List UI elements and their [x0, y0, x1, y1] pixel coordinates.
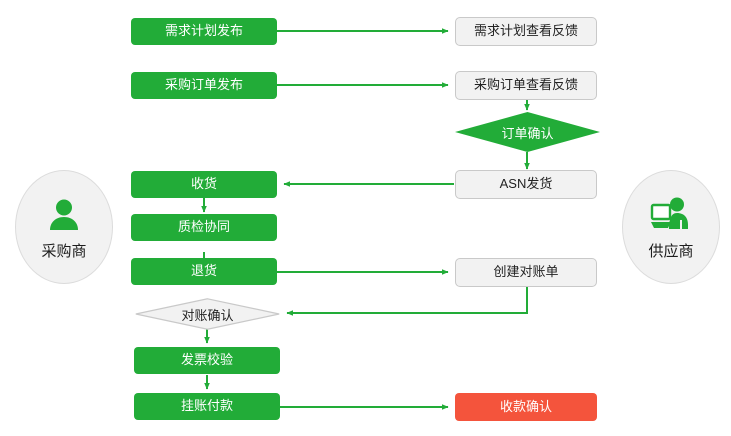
node-label: 需求计划发布: [164, 23, 243, 39]
node-label: 收款确认: [499, 398, 552, 414]
node-return-goods[interactable]: 退货: [131, 258, 277, 285]
node-receipt-confirm[interactable]: 收款确认: [455, 393, 597, 421]
node-statement-confirm[interactable]: 对账确认: [135, 298, 280, 330]
node-payable-payment[interactable]: 挂账付款: [134, 393, 280, 420]
node-label: ASN发货: [499, 176, 553, 192]
actor-supplier-label: 供应商: [648, 242, 694, 260]
node-label: 挂账付款: [180, 398, 233, 414]
node-demand-plan-publish[interactable]: 需求计划发布: [131, 18, 277, 45]
node-order-confirm[interactable]: 订单确认: [455, 112, 600, 152]
node-demand-plan-feedback[interactable]: 需求计划查看反馈: [455, 17, 597, 46]
node-label: 采购订单发布: [164, 77, 243, 93]
actor-buyer: 采购商: [15, 170, 113, 284]
node-po-publish[interactable]: 采购订单发布: [131, 72, 277, 99]
actor-buyer-label: 采购商: [41, 242, 87, 260]
node-label: 收货: [190, 176, 217, 192]
edge-statement-to-confirm: [286, 287, 528, 316]
node-label: 订单确认: [501, 125, 554, 141]
node-quality-collab[interactable]: 质检协同: [131, 214, 277, 241]
node-invoice-verify[interactable]: 发票校验: [134, 347, 280, 374]
person-icon: [41, 194, 87, 238]
node-label: 对账确认: [181, 307, 234, 323]
node-label: 质检协同: [177, 219, 230, 235]
actor-supplier: 供应商: [622, 170, 720, 284]
node-label: 发票校验: [180, 352, 233, 368]
node-label: 需求计划查看反馈: [473, 23, 578, 39]
node-goods-receipt[interactable]: 收货: [131, 171, 277, 198]
node-po-feedback[interactable]: 采购订单查看反馈: [455, 71, 597, 100]
node-asn-shipment[interactable]: ASN发货: [455, 170, 597, 199]
node-label: 采购订单查看反馈: [473, 77, 578, 93]
person-at-computer-icon: [648, 194, 694, 238]
node-create-statement[interactable]: 创建对账单: [455, 258, 597, 287]
node-label: 退货: [190, 263, 217, 279]
node-label: 创建对账单: [493, 264, 559, 280]
